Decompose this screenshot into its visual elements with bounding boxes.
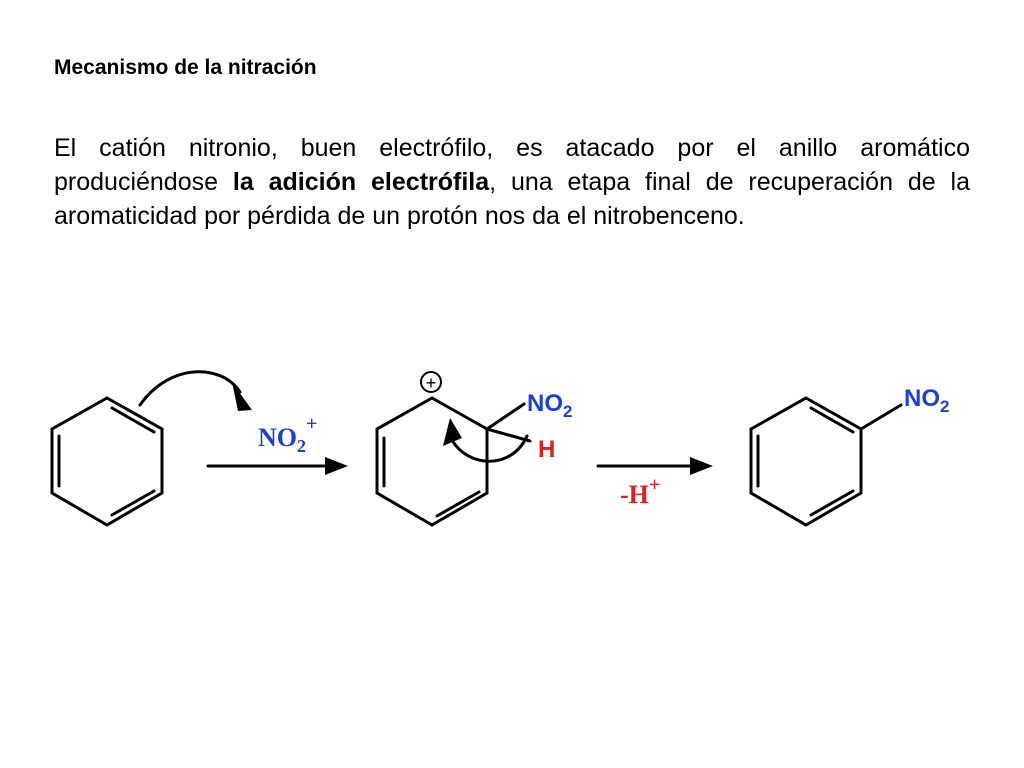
nitronium-label: NO2+ <box>258 413 317 456</box>
electron-attack-arrow <box>138 370 252 411</box>
nitronium-subscript: 2 <box>297 436 306 456</box>
nitronium-main: NO <box>258 423 297 452</box>
reaction-scheme: NO2+ + NO2 H -H+ NO2 <box>50 370 949 527</box>
paragraph-bold-term: la adición electrófila <box>232 168 490 196</box>
intermediate-h-label: H <box>538 436 555 463</box>
slide-title: Mecanismo de la nitración <box>54 56 317 79</box>
reaction-arrow-1-head <box>325 457 348 475</box>
arenium-intermediate <box>375 396 489 527</box>
positive-charge-icon: + <box>420 371 442 393</box>
paragraph-text-end: , una etapa final de recuperación de la … <box>54 168 970 230</box>
svg-text:+: + <box>426 373 437 393</box>
benzene-reactant <box>50 396 164 527</box>
description-paragraph: El catión nitronio, buen electrófilo, es… <box>54 131 970 233</box>
nitronium-charge: + <box>306 413 317 435</box>
bond-to-h <box>485 427 532 443</box>
proton-loss-condition: -H+ <box>620 474 660 509</box>
reaction-arrow-2-head <box>690 457 713 475</box>
intermediate-no2-label: NO2 <box>527 390 572 421</box>
bond-to-no2 <box>485 402 526 431</box>
nitrobenzene-product <box>749 396 903 527</box>
paragraph-text-start: El catión nitronio, buen electrófilo, es… <box>54 134 970 196</box>
product-no2-label: NO2 <box>904 385 949 416</box>
proton-loss-arrow <box>443 418 529 463</box>
